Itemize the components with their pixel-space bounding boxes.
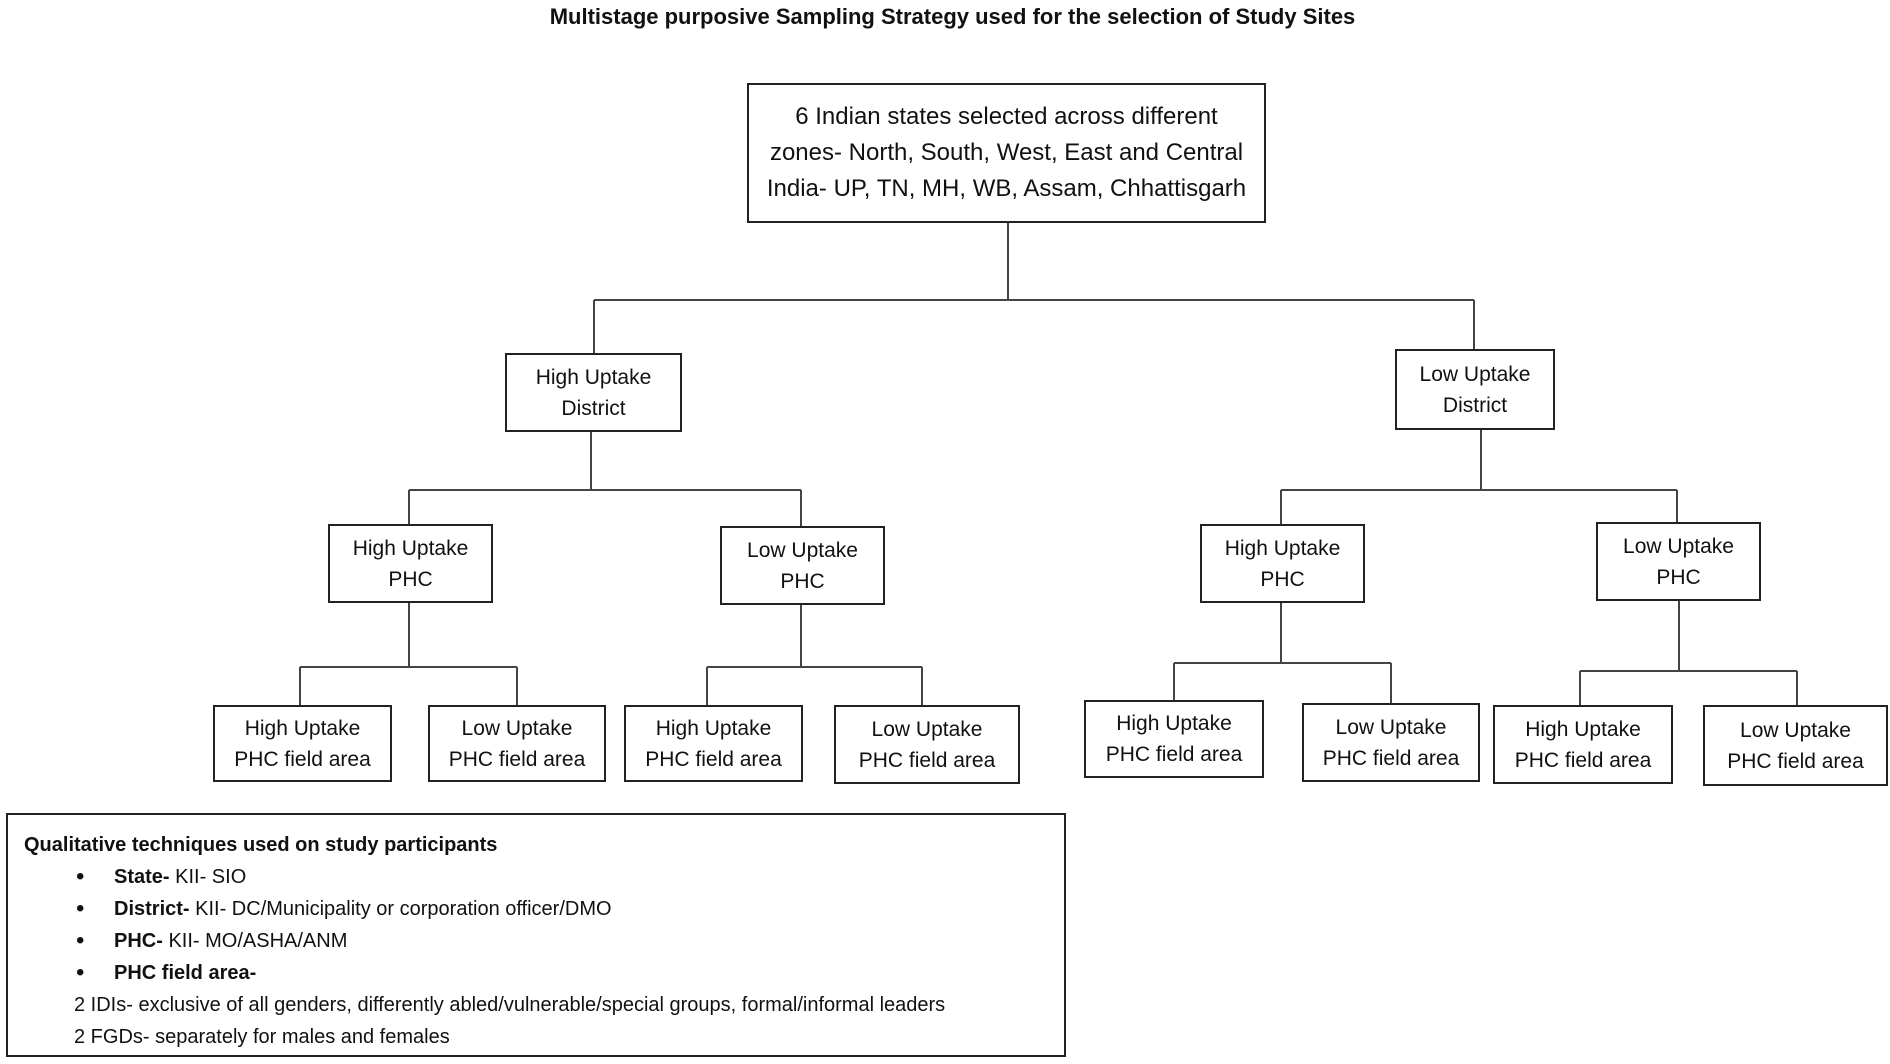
district-node-low: Low Uptake District (1395, 349, 1555, 430)
node-line: High Uptake (1116, 712, 1232, 735)
legend-item-label: District- (114, 898, 190, 920)
legend-note-fgd: 2 FGDs- separately for males and females (74, 1026, 450, 1048)
root-node-states: 6 Indian states selected across differen… (747, 83, 1266, 223)
node-line: Low Uptake (1335, 715, 1447, 739)
node-line: PHC field area (1514, 748, 1652, 772)
legend-item-text: KII- MO/ASHA/ANM (162, 930, 348, 952)
field-area-node: Low Uptake PHC field area (1703, 705, 1888, 786)
legend-item-label: PHC- (114, 930, 163, 952)
node-line: PHC field area (234, 747, 371, 771)
field-area-node: Low Uptake PHC field area (834, 705, 1020, 784)
district-node-high: High Uptake District (505, 353, 682, 432)
node-line: PHC field area (645, 747, 782, 771)
node-line: PHC field area (448, 747, 586, 771)
field-area-node: High Uptake PHC field area (213, 705, 392, 782)
legend-item-phc: PHC- KII- MO/ASHA/ANM (24, 925, 1048, 957)
node-line: High Uptake (352, 536, 469, 560)
field-area-node: Low Uptake PHC field area (428, 705, 606, 782)
legend-item-label: State- (114, 866, 170, 888)
legend-note-idi: 2 IDIs- exclusive of all genders, differ… (74, 994, 946, 1016)
node-line: PHC field area (858, 748, 996, 772)
qualitative-techniques-legend: Qualitative techniques used on study par… (6, 813, 1066, 1057)
legend-heading: Qualitative techniques used on study par… (24, 834, 498, 856)
phc-node: Low Uptake PHC (720, 526, 885, 605)
node-line: PHC (1656, 565, 1701, 589)
connector-phc-1 (299, 601, 518, 705)
legend-item-phc-field-area: PHC field area- (24, 957, 1048, 989)
legend-item-label: PHC field area- (114, 962, 257, 984)
legend-item-text: KII- SIO (169, 866, 247, 888)
legend-list: State- KII- SIO District- KII- DC/Munici… (24, 861, 1048, 989)
node-line: Low Uptake (871, 717, 983, 741)
node-line: Low Uptake (1740, 718, 1851, 742)
field-area-node: High Uptake PHC field area (1084, 700, 1264, 778)
node-line: Low Uptake (461, 716, 573, 740)
field-area-node: Low Uptake PHC field area (1302, 703, 1480, 782)
connector-phc-3 (1173, 601, 1392, 703)
node-line: High Uptake (535, 365, 652, 389)
field-area-node: High Uptake PHC field area (1493, 705, 1673, 784)
legend-item-text: KII- DC/Municipality or corporation offi… (189, 898, 612, 920)
node-line: High Uptake (244, 716, 361, 740)
field-area-node: High Uptake PHC field area (624, 705, 803, 782)
legend-item-state: State- KII- SIO (24, 861, 1048, 893)
phc-node: Low Uptake PHC (1596, 522, 1761, 601)
connector-phc-4 (1579, 599, 1798, 705)
node-line: High Uptake (1525, 717, 1641, 741)
phc-node: High Uptake PHC (1200, 524, 1365, 603)
node-line: PHC (388, 567, 433, 591)
node-line: PHC field area (1322, 746, 1460, 770)
diagram-title: Multistage purposive Sampling Strategy u… (549, 4, 1356, 29)
root-line: India- UP, TN, MH, WB, Assam, Chhattisga… (766, 175, 1247, 202)
node-line: High Uptake (655, 716, 772, 740)
connector-phc-2 (706, 603, 923, 705)
phc-node: High Uptake PHC (328, 524, 493, 603)
root-line: zones- North, South, West, East and Cent… (769, 139, 1244, 166)
node-line: High Uptake (1224, 536, 1341, 560)
node-line: PHC (1260, 567, 1305, 591)
node-line: PHC field area (1105, 743, 1243, 766)
legend-item-district: District- KII- DC/Municipality or corpor… (24, 893, 1048, 925)
node-line: Low Uptake (1419, 362, 1531, 386)
node-line: Low Uptake (747, 538, 858, 562)
connector-district-low (1280, 430, 1678, 524)
root-line: 6 Indian states selected across differen… (795, 103, 1218, 130)
node-line: District (1442, 393, 1508, 417)
node-line: District (561, 396, 626, 420)
node-line: PHC field area (1727, 749, 1864, 773)
connector-district-high (408, 430, 802, 526)
connector-root (593, 222, 1475, 353)
node-line: PHC (780, 569, 825, 593)
node-line: Low Uptake (1623, 534, 1734, 558)
